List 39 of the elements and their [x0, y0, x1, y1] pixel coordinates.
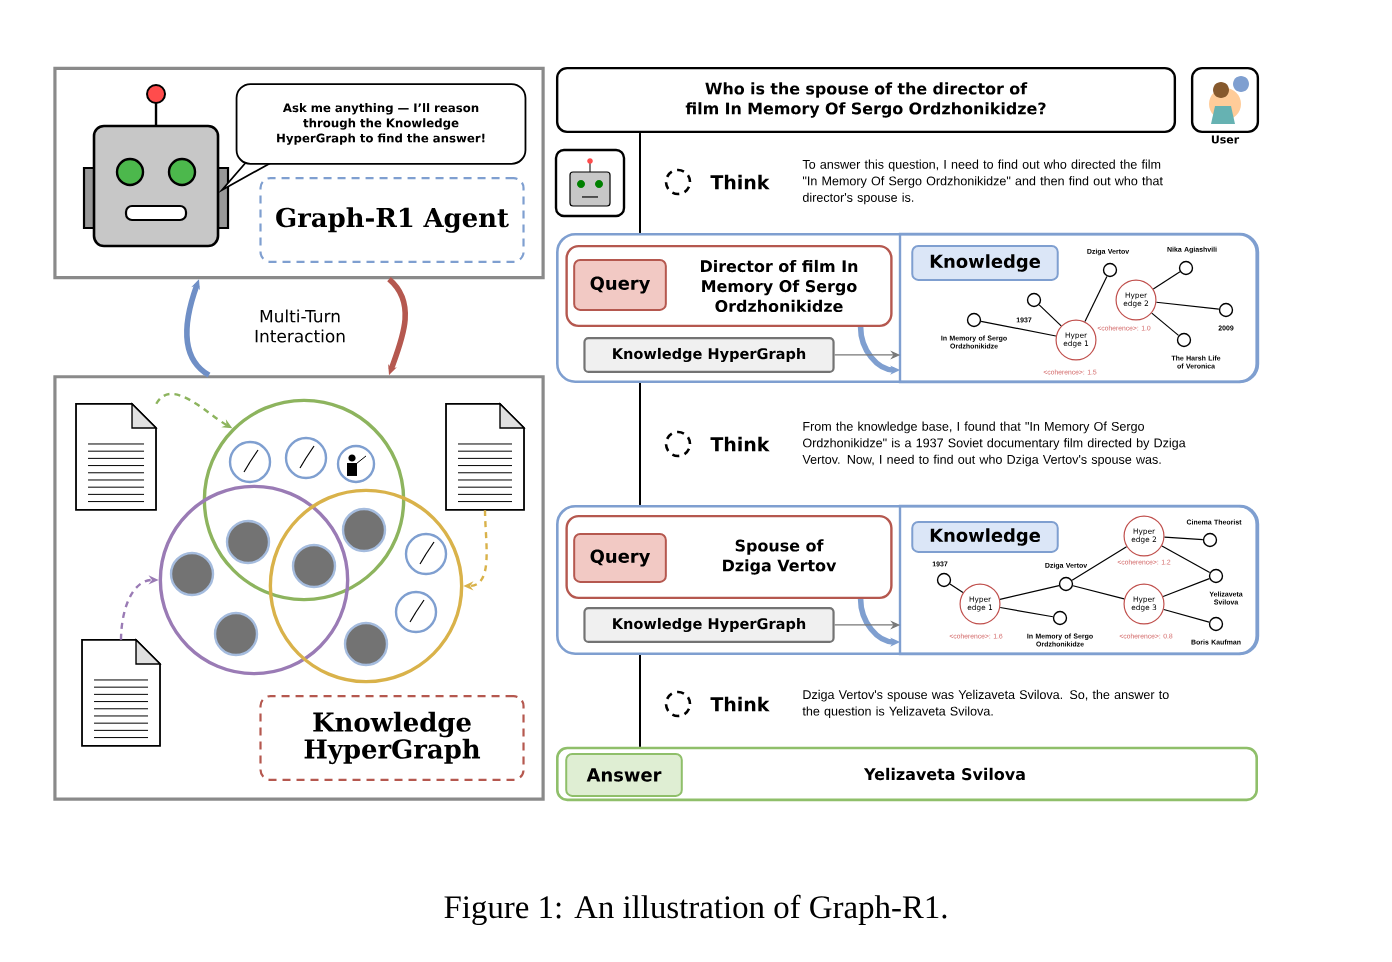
- connector-line: [1163, 608, 1210, 623]
- panel-frame: [53, 66, 545, 280]
- title-box: Knowledge HyperGraph: [259, 695, 525, 781]
- think-label: Think: [710, 174, 770, 190]
- connector-line: [980, 320, 1057, 337]
- connector-line: [1163, 536, 1204, 541]
- title-box: Graph-R1 Agent: [259, 177, 525, 263]
- connector-line: [1155, 301, 1220, 310]
- query-tag: Query: [573, 533, 667, 583]
- connector-line: [999, 606, 1054, 618]
- think-label: Think: [710, 436, 770, 452]
- connector-line: [1151, 312, 1180, 336]
- connector-line: [999, 585, 1060, 600]
- query-tag: Query: [573, 259, 667, 311]
- hyperedge-circle: [202, 398, 406, 602]
- hyperedge-circle: [158, 484, 350, 676]
- hyperedge-circle: [268, 488, 464, 684]
- connector-line: [639, 654, 641, 748]
- connector-line: [1152, 271, 1181, 290]
- think-label: Think: [710, 696, 770, 712]
- connector-line: [1162, 577, 1210, 598]
- knowledge-area: [898, 504, 1260, 656]
- panel-frame: [53, 375, 545, 801]
- knowledge-tag: Knowledge: [911, 521, 1059, 553]
- step-panel: [556, 504, 1258, 655]
- figure-caption: Figure 1: An illustration of Graph-R1.: [444, 894, 947, 926]
- knowledge-tag: Knowledge: [911, 245, 1059, 281]
- answer-tag: Answer: [565, 753, 683, 797]
- connector-line: [639, 132, 641, 234]
- connector-line: [1038, 304, 1062, 327]
- connector-line: [1072, 585, 1125, 600]
- connector-line: [1084, 275, 1108, 323]
- interaction-label: Multi-Turn Interaction: [255, 309, 345, 343]
- connector-line: [639, 382, 641, 506]
- connector-line: [1161, 545, 1211, 574]
- connector-line: [1071, 546, 1128, 581]
- step-panel: [556, 232, 1258, 383]
- connector-line: [949, 583, 964, 594]
- knowledge-area: [898, 232, 1260, 384]
